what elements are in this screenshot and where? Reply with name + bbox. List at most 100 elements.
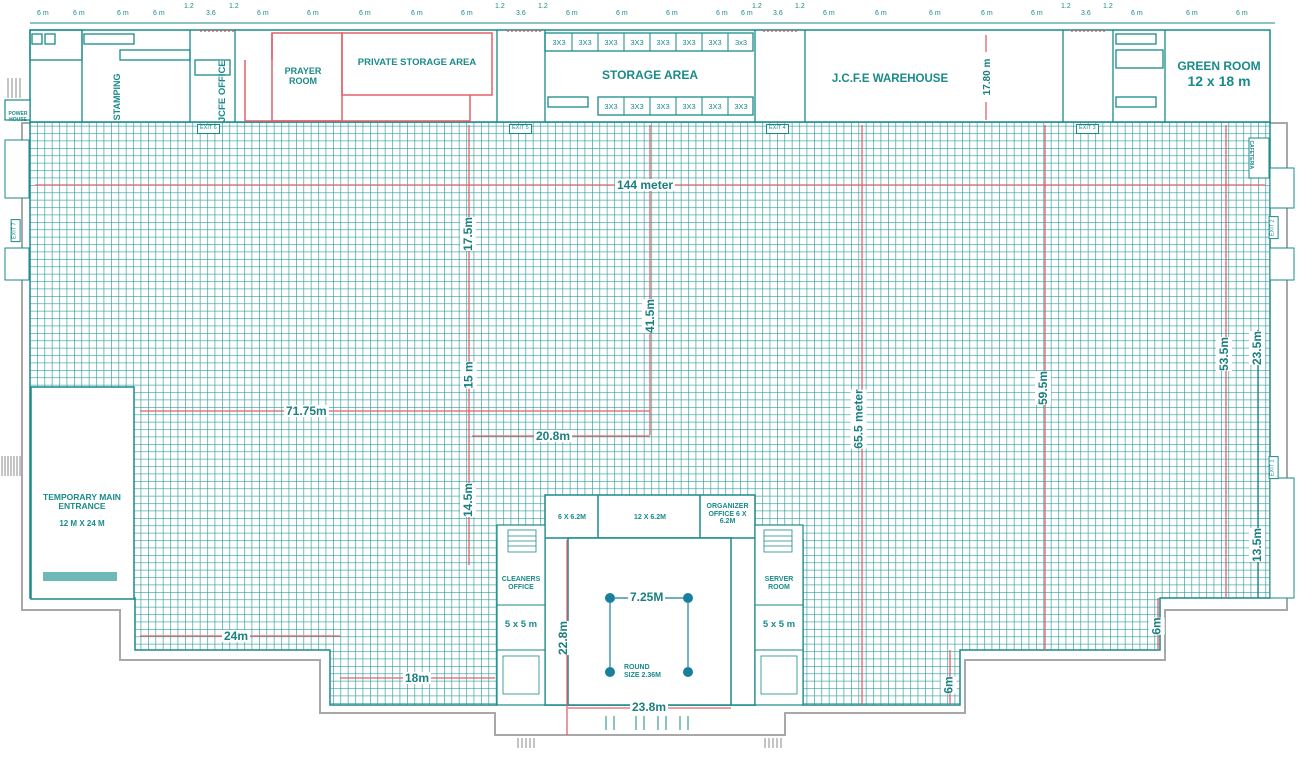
prayer-room-label: PRAYER ROOM bbox=[284, 66, 322, 86]
exit-2[interactable]: EXIT 2 bbox=[1268, 216, 1279, 240]
top-dim-label: 6 m bbox=[822, 10, 836, 17]
dim-6-bottom: 6m bbox=[940, 676, 957, 694]
top-dim-label: 6 m bbox=[565, 10, 579, 17]
organizer-office-label: ORGANIZER OFFICE 6 X 6.2M bbox=[706, 503, 749, 526]
dim-17-5: 17.5m bbox=[460, 216, 477, 252]
top-dim-label: 3.6 bbox=[772, 10, 784, 17]
dim-15: 15 m bbox=[460, 361, 477, 389]
warehouse-dim-label: 17.80 m bbox=[981, 52, 995, 102]
cafeteria-label: CAFETERIA bbox=[1247, 140, 1254, 170]
private-storage-label: PRIVATE STORAGE AREA bbox=[357, 57, 477, 68]
outer-wall bbox=[21, 122, 1288, 736]
round-markers bbox=[605, 593, 693, 677]
dim-18: 18m bbox=[403, 671, 432, 685]
dim-14-5: 14.5m bbox=[460, 482, 477, 518]
dim-53-5: 53.5m bbox=[1216, 336, 1233, 372]
top-dim-label: 6 m bbox=[1185, 10, 1199, 17]
green-room-size: 12 x 18 m bbox=[1187, 73, 1251, 89]
storage-box: 3X3 bbox=[656, 102, 670, 111]
top-dim-label: 6 m bbox=[306, 10, 320, 17]
top-dim-label: 6 m bbox=[256, 10, 270, 17]
storage-box: 3X3 bbox=[734, 102, 748, 111]
storage-box: 3x3 bbox=[734, 38, 748, 47]
temp-entrance-label: TEMPORARY MAIN ENTRANCE bbox=[43, 492, 121, 512]
exit-5[interactable]: EXIT 5 bbox=[509, 124, 532, 134]
top-dim-label: 6 m bbox=[152, 10, 166, 17]
cleaners-office-label: CLEANERS OFFICE bbox=[501, 576, 541, 591]
jcfe-office-label: JCFE OFFICE bbox=[216, 60, 228, 123]
temporary-entrance-room bbox=[30, 386, 135, 600]
top-dim-label: 1.2 bbox=[494, 3, 506, 10]
bottom-steps bbox=[517, 738, 782, 748]
dim-20-8: 20.8m bbox=[534, 429, 573, 443]
top-dim-label: 3.6 bbox=[515, 10, 527, 17]
dim-71-75: 71.75m bbox=[284, 404, 329, 418]
storage-box: 3X3 bbox=[630, 38, 644, 47]
top-dim-label: 1.2 bbox=[794, 3, 806, 10]
server-room-label: SERVER ROOM bbox=[764, 576, 794, 591]
dim-65-5: 65.5 meter bbox=[850, 389, 867, 449]
entrance-mat bbox=[43, 572, 117, 581]
top-dim-label: 6 m bbox=[410, 10, 424, 17]
top-dim-label: 1.2 bbox=[1060, 3, 1072, 10]
storage-area-label: STORAGE AREA bbox=[601, 68, 698, 82]
top-dim-label: 6 m bbox=[715, 10, 729, 17]
dim-13-5: 13.5m bbox=[1249, 527, 1266, 563]
stage-hall bbox=[567, 537, 732, 706]
left-steps bbox=[1, 456, 21, 476]
exit-4[interactable]: EXIT 4 bbox=[766, 124, 789, 134]
room-6x62-label: 6 X 6.2M bbox=[557, 514, 586, 521]
top-dim-label: 3.6 bbox=[1080, 10, 1092, 17]
top-dim-label: 1.2 bbox=[1102, 3, 1114, 10]
dim-7-25: 7.25M bbox=[628, 590, 666, 604]
top-dim-label: 6 m bbox=[358, 10, 372, 17]
top-dim-label: 6 m bbox=[740, 10, 754, 17]
dim-59-5: 59.5m bbox=[1035, 370, 1052, 406]
dim-23-8: 23.8m bbox=[630, 700, 669, 714]
room-12x62-label: 12 X 6.2M bbox=[634, 514, 666, 521]
round-size-label: ROUND SIZE 2.36M bbox=[624, 664, 661, 679]
storage-box: 3X3 bbox=[708, 38, 722, 47]
exit-3[interactable]: EXIT 3 bbox=[1076, 124, 1099, 134]
dim-41-5: 41.5m bbox=[642, 298, 659, 334]
dim-22-8: 22.8m bbox=[555, 620, 572, 656]
top-dim-label: 1.2 bbox=[751, 3, 763, 10]
exit-7[interactable]: EXIT 7 bbox=[10, 219, 21, 243]
top-dim-label: 1.2 bbox=[183, 3, 195, 10]
top-dim-label: 6 m bbox=[928, 10, 942, 17]
storage-box: 3X3 bbox=[682, 102, 696, 111]
warehouse-label: J.C.F.E WAREHOUSE bbox=[831, 73, 949, 85]
top-dim-label: 6 m bbox=[665, 10, 679, 17]
storage-box: 3X3 bbox=[656, 38, 670, 47]
green-room-label: GREEN ROOM bbox=[1177, 59, 1261, 73]
left-5x5-label: 5 x 5 m bbox=[504, 619, 538, 630]
storage-box: 3X3 bbox=[604, 102, 618, 111]
top-dim-label: 1.2 bbox=[228, 3, 240, 10]
top-dim-label: 6 m bbox=[1030, 10, 1044, 17]
power-house-label: POWER HOUSE bbox=[8, 111, 28, 123]
top-dim-label: 6 m bbox=[36, 10, 50, 17]
storage-box: 3X3 bbox=[552, 38, 566, 47]
top-dim-label: 3.6 bbox=[205, 10, 217, 17]
exit-6[interactable]: EXIT 6 bbox=[197, 124, 220, 134]
storage-box: 3X3 bbox=[578, 38, 592, 47]
temp-entrance-size: 12 M X 24 M bbox=[59, 519, 105, 528]
dim-6-right: 6m bbox=[1148, 617, 1165, 635]
top-dim-label: 6 m bbox=[980, 10, 994, 17]
top-dim-label: 6 m bbox=[72, 10, 86, 17]
storage-box: 3X3 bbox=[682, 38, 696, 47]
top-dim-label: 6 m bbox=[874, 10, 888, 17]
red-rooms bbox=[244, 32, 493, 122]
exit-1[interactable]: EXIT 1 bbox=[1268, 456, 1279, 480]
top-dim-label: 1.2 bbox=[537, 3, 549, 10]
top-dim-label: 6 m bbox=[1235, 10, 1249, 17]
dim-23-5: 23.5m bbox=[1249, 330, 1266, 366]
storage-box: 3X3 bbox=[708, 102, 722, 111]
dim-24: 24m bbox=[222, 629, 251, 643]
storage-box: 3X3 bbox=[604, 38, 618, 47]
dim-144: 144 meter bbox=[615, 178, 676, 192]
top-dim-label: 6 m bbox=[116, 10, 130, 17]
top-dim-label: 6 m bbox=[1130, 10, 1144, 17]
stamping-label: STAMPING bbox=[112, 73, 123, 121]
